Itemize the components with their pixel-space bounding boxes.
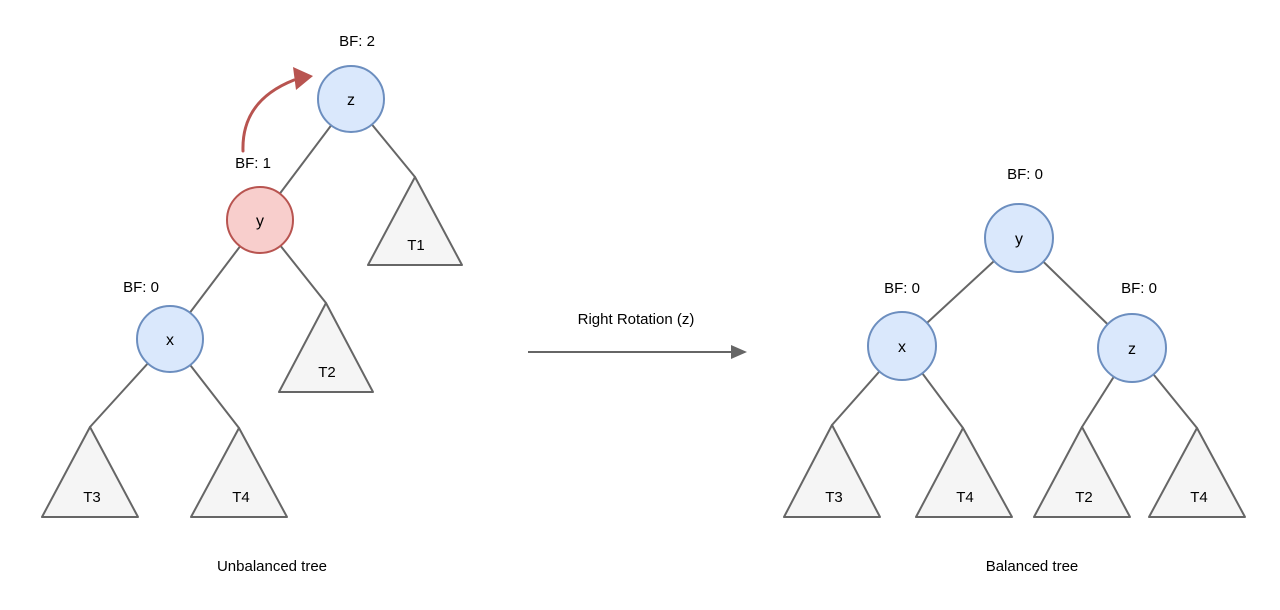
subtree-t3-balanced-label: T3 [825, 489, 843, 506]
transition-label: Right Rotation (z) [578, 311, 695, 328]
subtree-t3-balanced-shape [783, 424, 881, 518]
subtree-t4-balanced-shape [915, 427, 1013, 518]
node-x-balanced [867, 311, 937, 381]
bf-label-z-balanced: BF: 0 [1121, 280, 1157, 297]
node-z-balanced-label: z [1128, 341, 1136, 358]
bf-label-y-balanced: BF: 0 [1007, 166, 1043, 183]
node-z-unbalanced [317, 65, 385, 133]
balanced-tree: T3 T4 T2 T4 y BF: 0 x BF: 0 z BF: 0 Bala… [783, 166, 1246, 575]
subtree-t3-label: T3 [83, 489, 101, 506]
node-y-unbalanced-label: y [256, 213, 264, 230]
subtree-t4b-balanced-label: T4 [1190, 489, 1208, 506]
node-y-balanced [984, 203, 1054, 273]
bf-label-x-unbalanced: BF: 0 [123, 279, 159, 296]
rotation-arrow [241, 78, 296, 153]
node-x-balanced-label: x [898, 339, 906, 356]
subtree-t2-balanced-shape [1033, 426, 1131, 518]
transition-arrow-head [731, 345, 747, 359]
right-tree-caption: Balanced tree [986, 558, 1079, 575]
node-y-unbalanced [226, 186, 294, 254]
rotation-arrow-head [293, 67, 313, 90]
node-z-balanced [1097, 313, 1167, 383]
subtree-t2-label: T2 [318, 364, 336, 381]
node-x-unbalanced [136, 305, 204, 373]
subtree-t4-shape [190, 427, 288, 518]
subtree-t3-shape [41, 426, 139, 518]
node-z-unbalanced-label: z [347, 92, 355, 109]
subtree-t2-shape [278, 302, 374, 393]
bf-label-z-unbalanced: BF: 2 [339, 33, 375, 50]
node-x-unbalanced-label: x [166, 332, 174, 349]
transition: Right Rotation (z) [528, 311, 747, 359]
subtree-t1-label: T1 [407, 237, 425, 254]
left-tree-caption: Unbalanced tree [217, 558, 327, 575]
subtree-t2-balanced-label: T2 [1075, 489, 1093, 506]
unbalanced-tree: T1 T2 T3 T4 z BF: 2 y BF: 1 x BF: 0 Unba… [41, 33, 463, 575]
bf-label-y-unbalanced: BF: 1 [235, 155, 271, 172]
subtree-t4-balanced-label: T4 [956, 489, 974, 506]
subtree-t4b-balanced-shape [1148, 427, 1246, 518]
node-y-balanced-label: y [1015, 231, 1023, 248]
subtree-t4-label: T4 [232, 489, 250, 506]
subtree-t1-shape [367, 176, 463, 266]
bf-label-x-balanced: BF: 0 [884, 280, 920, 297]
